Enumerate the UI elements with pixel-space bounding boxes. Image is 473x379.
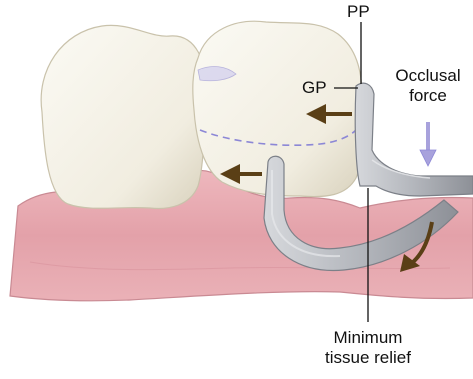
occlusal-force-line-2: force xyxy=(384,86,472,106)
occlusal-force-label: Occlusal force xyxy=(384,66,472,106)
pp-label: PP xyxy=(347,2,370,22)
gp-label: GP xyxy=(302,78,327,98)
minimum-tissue-relief-line-1: Minimum xyxy=(300,328,436,348)
minimum-tissue-relief-line-2: tissue relief xyxy=(300,348,436,368)
left-tooth xyxy=(41,25,206,208)
occlusal-force-line-1: Occlusal xyxy=(384,66,472,86)
minimum-tissue-relief-label: Minimum tissue relief xyxy=(300,328,436,368)
occlusal-force-arrow xyxy=(420,122,436,166)
